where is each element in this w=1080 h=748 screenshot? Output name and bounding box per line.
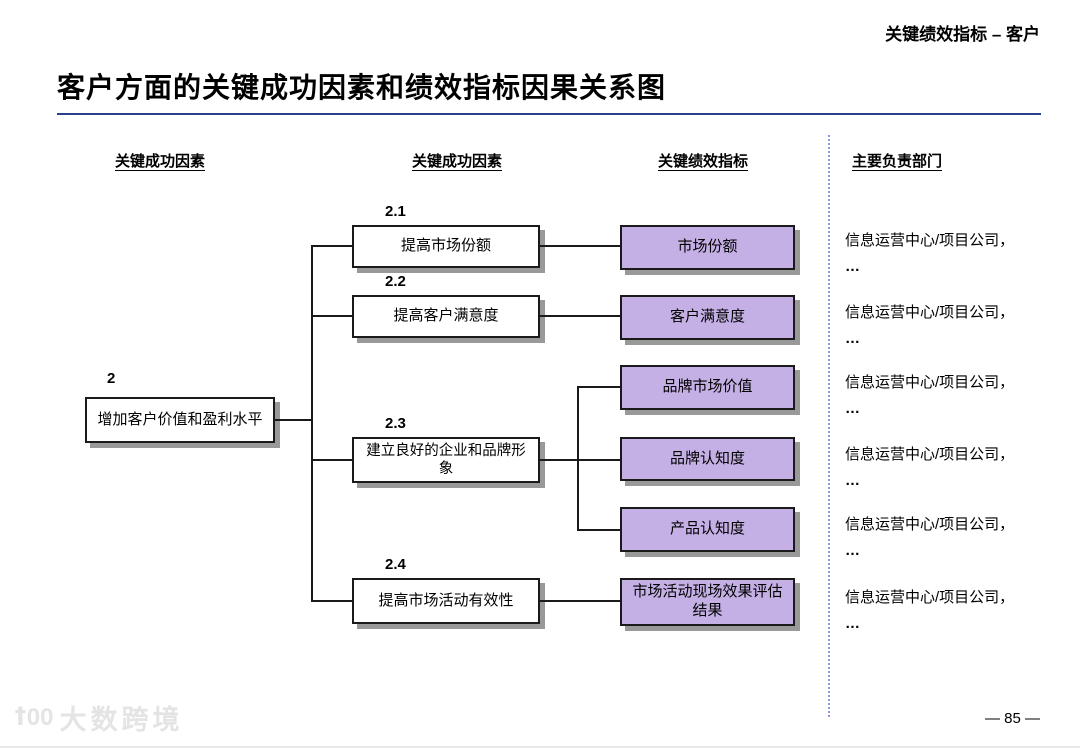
connector-kpi-2 (540, 315, 620, 317)
department-name: 信息运营中心/项目公司， (845, 589, 1015, 606)
running-header: 关键绩效指标 – 客户 (885, 25, 1040, 44)
department-row-4: 信息运营中心/项目公司， … (845, 446, 1060, 490)
slide-bottom-edge (0, 746, 1080, 748)
connector-spine-left (311, 246, 313, 602)
department-ellipsis: … (845, 258, 862, 276)
department-ellipsis: … (845, 400, 862, 418)
connector-kpi-3c (577, 529, 620, 531)
dotted-column-divider (828, 135, 830, 717)
department-ellipsis: … (845, 330, 862, 348)
connector-kpi-1 (540, 245, 620, 247)
sub-factor-box-4: 提高市场活动有效性 (352, 578, 540, 624)
sub-factor-box-3: 建立良好的企业和品牌形象 (352, 437, 540, 483)
department-name: 信息运营中心/项目公司， (845, 446, 1015, 463)
column-header-success-factor-2: 关键成功因素 (412, 153, 503, 170)
connector-branch-1 (311, 245, 352, 247)
kpi-box-brand-market-value: 品牌市场价值 (620, 365, 795, 410)
department-row-6: 信息运营中心/项目公司， … (845, 589, 1060, 633)
department-row-5: 信息运营中心/项目公司， … (845, 516, 1060, 560)
sub-factor-number-3: 2.3 (385, 415, 406, 432)
sub-factor-number-1: 2.1 (385, 203, 406, 220)
connector-branch-3 (311, 459, 352, 461)
column-header-department: 主要负责部门 (852, 153, 943, 170)
page-title: 客户方面的关键成功因素和绩效指标因果关系图 (57, 72, 667, 103)
watermark-text: 大数跨境 (59, 705, 184, 735)
department-ellipsis: … (845, 542, 862, 560)
sub-factor-number-4: 2.4 (385, 556, 406, 573)
kpi-box-brand-awareness: 品牌认知度 (620, 437, 795, 481)
sub-factor-box-2: 提高客户满意度 (352, 295, 540, 338)
department-name: 信息运营中心/项目公司， (845, 374, 1015, 391)
sub-factor-number-2: 2.2 (385, 273, 406, 290)
department-row-1: 信息运营中心/项目公司， … (845, 232, 1060, 276)
connector-kpi-3a (577, 386, 620, 388)
connector-root-out (275, 419, 313, 421)
sub-factor-box-1: 提高市场份额 (352, 225, 540, 268)
department-name: 信息运营中心/项目公司， (845, 232, 1015, 249)
kpi-box-product-awareness: 产品认知度 (620, 507, 795, 552)
watermark-logo: ꝉ00 大数跨境 (14, 698, 183, 737)
column-header-kpi: 关键绩效指标 (658, 153, 749, 170)
department-ellipsis: … (845, 472, 862, 490)
connector-kpi-4 (540, 600, 620, 602)
department-row-3: 信息运营中心/项目公司， … (845, 374, 1060, 418)
kpi-box-campaign-evaluation: 市场活动现场效果评估结果 (620, 578, 795, 626)
title-underline (57, 113, 1041, 115)
root-factor-box: 增加客户价值和盈利水平 (85, 397, 275, 443)
kpi-box-customer-satisfaction: 客户满意度 (620, 295, 795, 340)
connector-branch-2 (311, 315, 352, 317)
department-name: 信息运营中心/项目公司， (845, 304, 1015, 321)
connector-kpi-3b (577, 459, 620, 461)
watermark-icon: ꝉ00 (14, 704, 54, 731)
column-header-success-factor-1: 关键成功因素 (115, 153, 206, 170)
kpi-box-market-share: 市场份额 (620, 225, 795, 270)
department-ellipsis: … (845, 615, 862, 633)
connector-kpi-3-out (540, 459, 578, 461)
department-name: 信息运营中心/项目公司， (845, 516, 1015, 533)
page-number: — 85 — (984, 710, 1040, 727)
root-factor-number: 2 (107, 370, 116, 387)
department-row-2: 信息运营中心/项目公司， … (845, 304, 1060, 348)
connector-branch-4 (311, 600, 352, 602)
